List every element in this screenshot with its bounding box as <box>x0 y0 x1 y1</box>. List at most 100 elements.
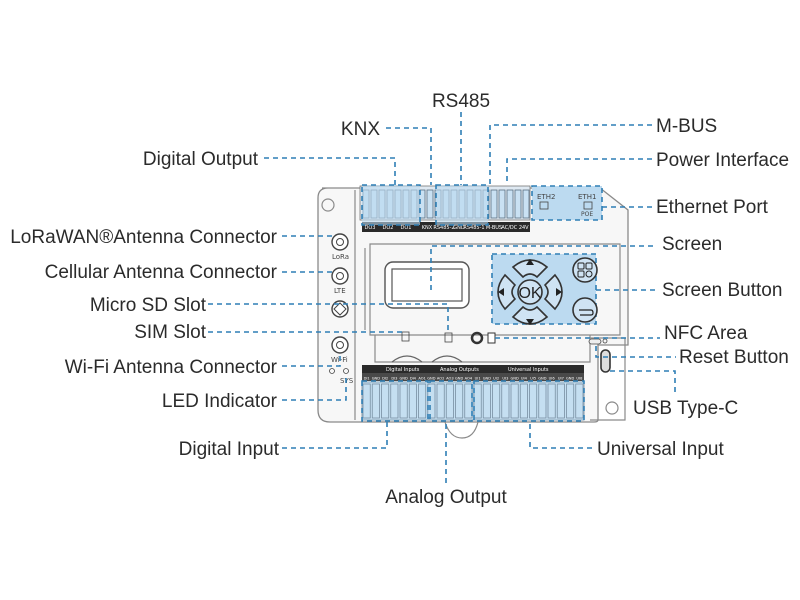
wifi-antenna-connector[interactable] <box>331 336 349 354</box>
nfc-icon <box>487 332 496 344</box>
bottom-terminal-pin <box>575 383 584 419</box>
bottom-terminal-pin <box>529 383 538 419</box>
top-terminal-pin <box>426 189 434 219</box>
bottom-terminal-pin <box>371 383 380 419</box>
bottom-terminal-pin <box>362 383 371 419</box>
bottom-pin-label: GND <box>566 377 574 381</box>
top-terminal-pin <box>522 189 530 219</box>
label-screen-button: Screen Button <box>662 280 782 301</box>
label-led-indicator: LED Indicator <box>162 391 278 412</box>
analog-output-highlight <box>429 380 473 422</box>
bottom-terminal-pin <box>418 383 427 419</box>
bottom-pin-label: AO2 <box>437 377 445 381</box>
universal-input-highlight <box>473 380 585 422</box>
label-sim-slot: SIM Slot <box>134 322 207 343</box>
top-terminal-label: RS485-1 <box>463 225 484 231</box>
bottom-pin-label: UI8 <box>576 377 583 381</box>
sim-slot-icon <box>401 331 410 342</box>
label-analog-output: Analog Output <box>385 487 507 508</box>
bottom-pin-label: GND <box>538 377 546 381</box>
left-button[interactable] <box>497 273 517 311</box>
bottom-terminal-pin <box>399 383 408 419</box>
bottom-pin-label: DI3 <box>391 377 397 381</box>
menu-button[interactable] <box>572 257 598 283</box>
bottom-terminal-pin <box>566 383 575 419</box>
bottom-terminal-pin <box>538 383 547 419</box>
lora-antenna-connector[interactable] <box>331 233 349 251</box>
label-screen: Screen <box>662 234 722 255</box>
bottom-pin-label: UI3 <box>502 377 508 381</box>
label-nfc-area: NFC Area <box>664 323 748 344</box>
reset-button[interactable] <box>588 338 602 345</box>
bottom-terminal-pin <box>519 383 528 419</box>
top-terminal-label: KNX <box>422 225 433 231</box>
back-button[interactable] <box>572 297 598 323</box>
reset-led <box>602 338 608 344</box>
bottom-terminal-pin <box>547 383 556 419</box>
bottom-pin-label: UI6 <box>549 377 556 381</box>
label-power-interface: Power Interface <box>656 150 789 171</box>
sim-slot-connector[interactable] <box>331 300 349 318</box>
mount-hole <box>605 401 619 415</box>
group-universal-inputs: Universal Inputs <box>508 367 549 373</box>
top-terminal-label: DO2 <box>383 225 394 231</box>
grid-icon <box>577 262 585 270</box>
mount-hole <box>321 198 335 212</box>
top-terminal-label: RS485-2 <box>433 225 454 231</box>
usb-typec-port[interactable] <box>600 349 611 373</box>
bottom-pin-label: AO4 <box>465 377 473 381</box>
bottom-pin-label: AO1 <box>418 377 426 381</box>
bottom-pin-label: GND <box>455 377 463 381</box>
bottom-pin-label: GND <box>400 377 408 381</box>
bottom-pin-label: UI7 <box>558 377 564 381</box>
bottom-pin-label: DI1 <box>364 377 370 381</box>
ok-button[interactable] <box>517 279 543 305</box>
poe-label: POE <box>581 211 593 218</box>
label-reset-button: Reset Button <box>679 347 789 368</box>
sys-label: SYS <box>340 377 354 385</box>
led-indicator <box>329 368 335 374</box>
bottom-pin-label: UI4 <box>521 377 528 381</box>
right-button[interactable] <box>543 273 563 311</box>
bottom-pin-label: AO3 <box>446 377 454 381</box>
back-icon <box>579 309 594 316</box>
screen <box>384 261 470 309</box>
digital-output-highlight <box>361 184 421 226</box>
bottom-terminal-pin <box>510 383 519 419</box>
up-button[interactable] <box>511 259 549 279</box>
bottom-terminal-pin <box>482 383 491 419</box>
lte-antenna-connector[interactable] <box>331 267 349 285</box>
dpad: OK <box>497 259 563 325</box>
down-button[interactable] <box>511 305 549 325</box>
bottom-terminal-pin <box>501 383 510 419</box>
label-rs485: RS485 <box>432 91 490 112</box>
bottom-terminal-pin <box>408 383 417 419</box>
label-digital-output: Digital Output <box>143 149 259 170</box>
eth1-label: ETH1 <box>578 193 596 201</box>
top-terminal-pin <box>506 189 514 219</box>
sd-slot-icon <box>444 332 453 343</box>
eth2-label: ETH2 <box>537 193 555 201</box>
arrow-left-icon <box>498 288 504 296</box>
top-terminal-pin <box>490 189 498 219</box>
bottom-terminal-pin <box>455 383 464 419</box>
top-terminal-pin <box>498 189 506 219</box>
label-micro-sd: Micro SD Slot <box>90 295 207 316</box>
leader-lines <box>208 112 676 483</box>
bottom-terminal-block: Digital Inputs Analog Outputs Universal … <box>361 365 585 421</box>
bottom-pin-label: GND <box>427 377 435 381</box>
bottom-pin-label: UI5 <box>530 377 536 381</box>
eth2-port-icon <box>539 201 549 210</box>
label-digital-input: Digital Input <box>179 439 280 460</box>
bottom-terminal-pin <box>556 383 565 419</box>
top-terminal-label: DO1 <box>401 225 412 231</box>
label-universal-input: Universal Input <box>597 439 724 460</box>
bottom-terminal-pin <box>436 383 445 419</box>
ok-button-label: OK <box>518 285 541 302</box>
lora-label: LoRa <box>332 253 349 261</box>
nfc-ring <box>470 331 484 345</box>
top-terminal-label: AC/DC 24V <box>501 225 529 231</box>
label-cellular-antenna: Cellular Antenna Connector <box>45 262 278 283</box>
rs485-highlight <box>435 184 489 226</box>
